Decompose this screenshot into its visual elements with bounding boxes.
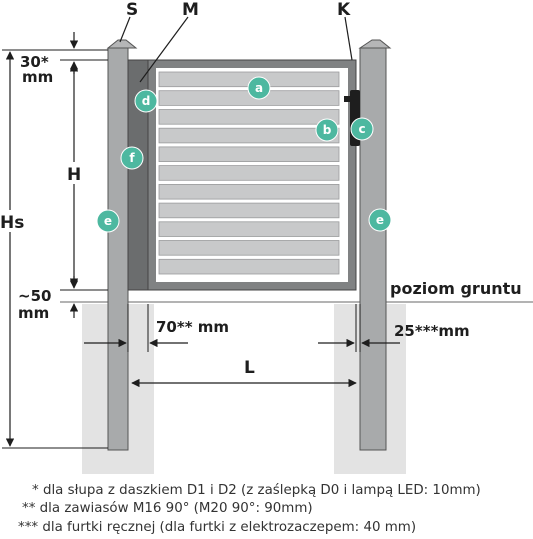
- svg-text:e: e: [104, 214, 112, 228]
- hs-label-bg: [0, 210, 24, 232]
- label-hinge-gap: 70** mm: [156, 318, 229, 336]
- gate-slat: [158, 240, 340, 256]
- label-bottom-clearance-unit: mm: [18, 304, 49, 322]
- label-top-clearance: 30*: [20, 53, 49, 71]
- right-post-cap: [358, 39, 392, 49]
- svg-text:a: a: [255, 81, 263, 95]
- label-h: H: [67, 165, 81, 185]
- gate-slat: [158, 202, 340, 219]
- gate-slat: [158, 165, 340, 181]
- badge-c: c: [350, 117, 374, 141]
- label-s: S: [126, 0, 138, 20]
- label-l: L: [244, 358, 255, 378]
- svg-text:c: c: [358, 122, 365, 136]
- leader-m: [139, 16, 189, 83]
- badge-d: d: [134, 89, 158, 113]
- gate-slat: [158, 183, 340, 200]
- footnote-2: ** dla zawiasów M16 90° (M20 90°: 90mm): [22, 501, 313, 516]
- svg-text:f: f: [129, 151, 135, 165]
- gate-slat: [158, 127, 340, 144]
- badge-b: b: [315, 118, 339, 142]
- gate-slats: [158, 71, 340, 275]
- badge-e-right: e: [368, 208, 392, 232]
- label-k: K: [337, 0, 351, 20]
- badge-e-left: e: [96, 209, 120, 233]
- left-post: [107, 47, 129, 451]
- label-bottom-clearance: ~50: [18, 287, 51, 305]
- right-post: [359, 47, 387, 451]
- label-hs: Hs: [0, 213, 24, 233]
- latch-handle-grip: [344, 96, 350, 102]
- gate-slat: [158, 146, 340, 162]
- gate-slat: [158, 109, 340, 125]
- gate-slat: [158, 258, 340, 275]
- svg-text:b: b: [323, 123, 332, 137]
- leader-s: [119, 16, 131, 43]
- leader-k: [344, 16, 353, 61]
- left-post-cap: [106, 39, 138, 49]
- badge-f: f: [120, 146, 144, 170]
- badge-a: a: [247, 76, 271, 100]
- label-ground: poziom gruntu: [390, 279, 522, 298]
- h-label-bg: [64, 162, 84, 184]
- footnote-1: * dla słupa z daszkiem D1 i D2 (z zaślep…: [32, 483, 481, 498]
- svg-text:e: e: [376, 213, 384, 227]
- footnote-3: *** dla furtki ręcznej (dla furtki z ele…: [18, 520, 417, 535]
- label-latch-gap: 25***mm: [394, 322, 470, 340]
- gate-slat: [158, 221, 340, 237]
- svg-text:d: d: [142, 94, 151, 108]
- label-top-clearance-unit: mm: [22, 68, 53, 86]
- label-m: M: [182, 0, 199, 20]
